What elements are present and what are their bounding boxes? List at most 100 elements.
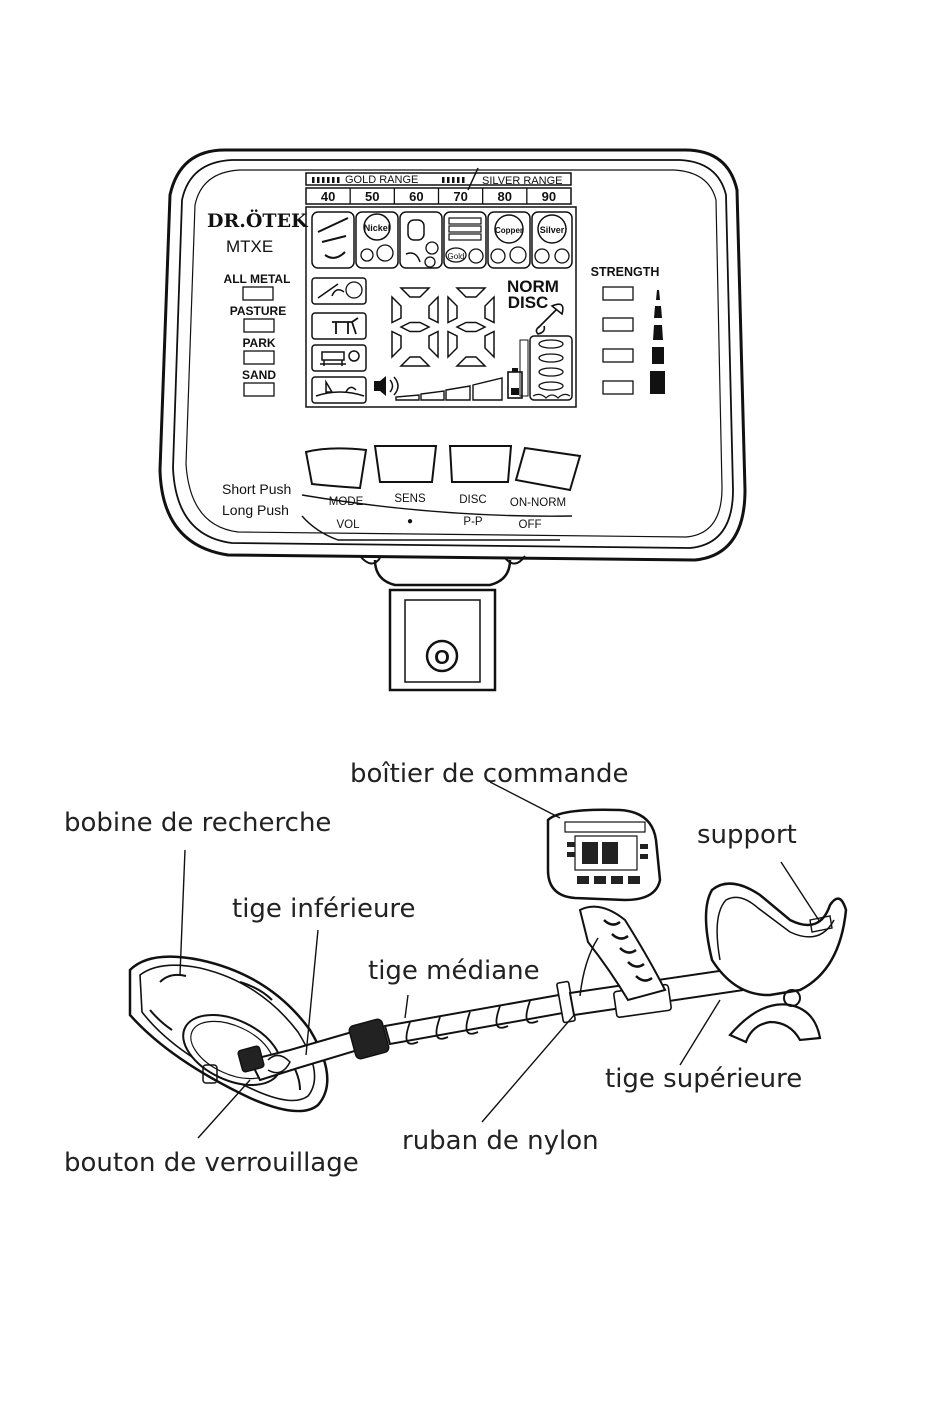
brand-name: DR.ÖTEK [207,209,309,232]
gold-range-ticks [312,177,340,183]
mode-label-sand: SAND [242,368,276,382]
range-scale-label: 90 [542,189,556,204]
foil-icon [405,252,421,263]
all-metal-scene-icon [311,277,367,305]
digit-segment [455,287,487,298]
btn-off-long: OFF [519,519,542,531]
coin-icon [424,256,436,268]
digit-segment [399,321,431,333]
mode-line-disc: DISC [508,293,549,312]
coin-icon [509,246,527,264]
digit-segment [455,321,487,333]
model-name: MTXE [226,237,273,256]
short-push-label: Short Push [222,481,291,497]
digit-segment [447,295,458,324]
mode-indicator-sand [243,382,275,397]
copper-coin-icon [494,214,524,244]
on-norm-button[interactable] [514,446,582,492]
search-coil [128,955,329,1113]
gold-bar-icon [448,225,482,233]
mode-line-norm: NORM [507,277,559,296]
target-silver-label: Silver [540,225,565,235]
target-slot-foil [399,211,443,269]
range-scale-label: 40 [321,189,335,204]
digit-segment [428,330,439,359]
coin-icon [425,241,439,255]
target-nickel-label: Nickel [364,223,391,233]
strength-box [602,348,634,363]
nail-icon [317,217,349,259]
target-slot-silver [531,211,573,269]
digit-segment [399,287,431,298]
strength-box [602,317,634,332]
btn-sens-long: ● [407,516,413,527]
btn-disc-short: DISC [459,494,486,506]
middle-shaft [383,980,576,1046]
volume-bars [395,377,503,401]
digit-segment [428,295,439,324]
gold-range-label: GOLD RANGE [345,174,418,186]
target-icon-row: Nickel Gold Copper Silver [311,211,573,269]
mode-indicator-all-metal [242,286,274,301]
strength-meter: STRENGTH [591,265,665,395]
pull-tab-icon [407,219,425,241]
gold-bar-icon [448,233,482,241]
label-upper-shaft: tige supérieure [605,1064,803,1094]
digit-segment [391,330,402,359]
mode-label-pasture: PASTURE [230,304,286,318]
control-panel-diagram: O DR.ÖTEK MTXE GOLD RANGE [158,148,747,692]
arm-support [704,882,848,1044]
speaker-icon [374,376,399,396]
nickel-coin-icon [363,213,391,241]
digit-segment [455,356,487,367]
mode-indicator-park [243,350,275,365]
target-slot-iron [311,211,355,269]
gold-coin-icon [445,247,467,263]
digit-segment [484,330,495,359]
silver-range-ticks [442,177,465,183]
disc-button[interactable] [448,445,513,483]
btn-mode-short: MODE [329,496,364,508]
coin-icon [534,248,550,264]
coin-icon [490,248,506,264]
control-box-small [546,808,662,902]
target-slot-nickel [355,211,399,269]
label-lower-shaft: tige inférieure [232,894,416,924]
shaft-lock-collar [348,1018,390,1060]
mode-indicator-pasture [243,318,275,333]
mode-label-all-metal: ALL METAL [224,272,291,286]
strength-label: STRENGTH [591,265,660,279]
park-scene-icon [311,344,367,372]
long-push-label: Long Push [222,502,289,518]
range-scale-label: 60 [409,189,423,204]
pasture-scene-icon [311,312,367,340]
sand-scene-icon [311,376,367,404]
coin-icon [468,248,484,264]
battery-icon [507,368,523,399]
strength-box [602,286,634,301]
handle-grip [578,905,667,1002]
btn-mode-long: VOL [336,519,360,531]
leader-lines [179,781,821,1139]
sens-button[interactable] [373,445,438,483]
mode-button[interactable] [304,447,368,490]
label-support: support [697,820,797,850]
range-scale-label: 50 [365,189,379,204]
mount-stem: O [388,588,497,692]
seven-segment-digits [391,287,495,367]
lcd-display [305,206,577,408]
silver-coin-icon [537,214,567,244]
label-lock-button: bouton de verrouillage [64,1148,359,1178]
label-control-box: boîtier de commande [350,759,629,789]
target-gold-label: Gold [448,252,465,261]
btn-on-norm-short: ON-NORM [510,497,566,509]
mode-selector: ALL METAL PASTURE PARK SAND [224,272,291,397]
digit-segment [484,295,495,324]
small-coin-icon [376,244,394,262]
range-scale-label: 70 [453,189,467,204]
label-middle-shaft: tige médiane [368,956,540,986]
btn-disc-long: P-P [463,516,483,528]
